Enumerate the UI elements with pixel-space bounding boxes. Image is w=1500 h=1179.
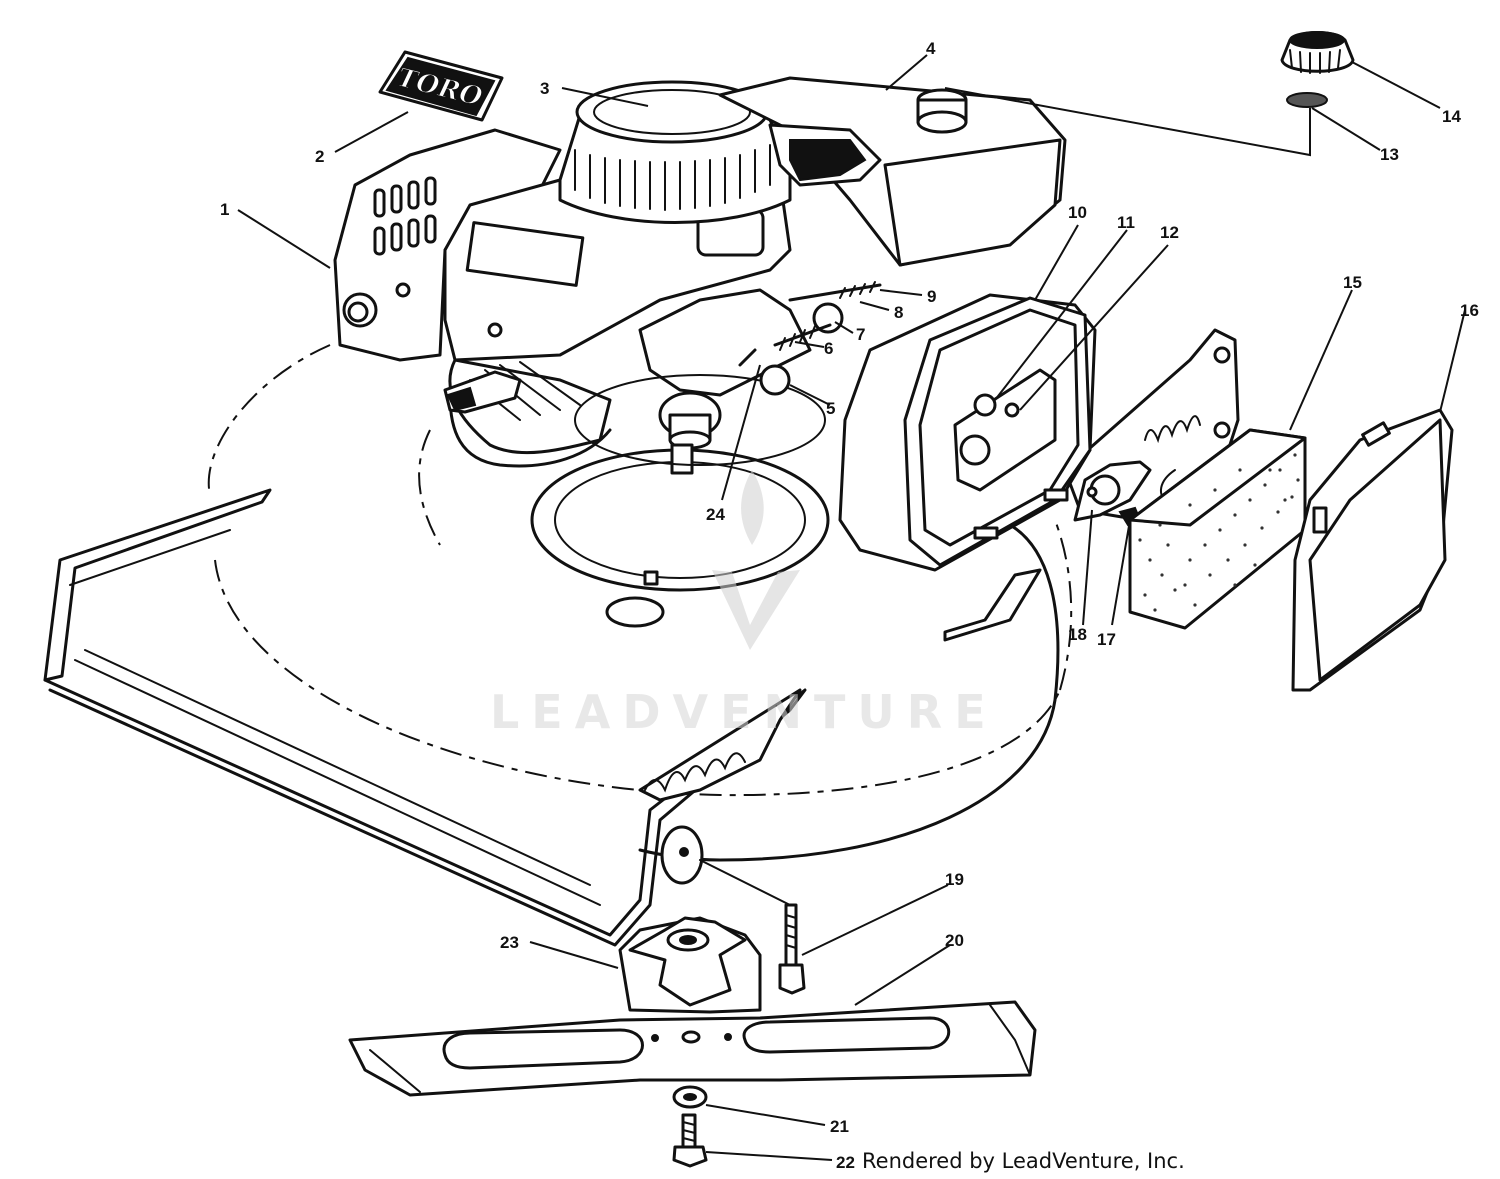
fuel-cap-assembly [1280,31,1355,108]
callout-2: 2 [315,147,324,166]
callout-4: 4 [926,39,936,58]
callout-7: 7 [856,325,865,344]
callout-11: 11 [1117,213,1135,232]
callout-10: 10 [1068,203,1087,222]
engine-assembly [333,76,1067,475]
callout-21: 21 [830,1117,849,1136]
callout-13: 13 [1380,145,1399,164]
callout-17: 17 [1097,630,1116,649]
leader-lines [237,54,1466,1161]
leadventure-watermark: LEADVENTURE [490,470,998,739]
callout-23: 23 [500,933,519,952]
credit-text: Rendered by LeadVenture, Inc. [862,1149,1185,1173]
callout-14: 14 [1442,107,1461,126]
callout-20: 20 [945,931,964,950]
callout-24: 24 [706,505,725,524]
callout-18: 18 [1068,625,1087,644]
watermark-text: LEADVENTURE [490,685,998,739]
callout-3: 3 [540,79,549,98]
callout-1: 1 [220,200,229,219]
callout-9: 9 [927,287,936,306]
callout-16: 16 [1460,301,1479,320]
foam-texture [1138,453,1300,612]
callout-15: 15 [1343,273,1362,292]
callout-12: 12 [1160,223,1179,242]
callout-labels: 1 2 3 4 5 6 7 8 9 10 11 12 13 14 15 16 1… [220,39,1479,1172]
blade-assembly [348,825,1037,1168]
callout-5: 5 [826,399,835,418]
callout-6: 6 [824,339,833,358]
toro-logo-decal: TORO [378,50,504,122]
callout-22: 22 [836,1153,855,1172]
callout-8: 8 [894,303,903,322]
shroud-vents [373,176,437,256]
callout-19: 19 [945,870,964,889]
